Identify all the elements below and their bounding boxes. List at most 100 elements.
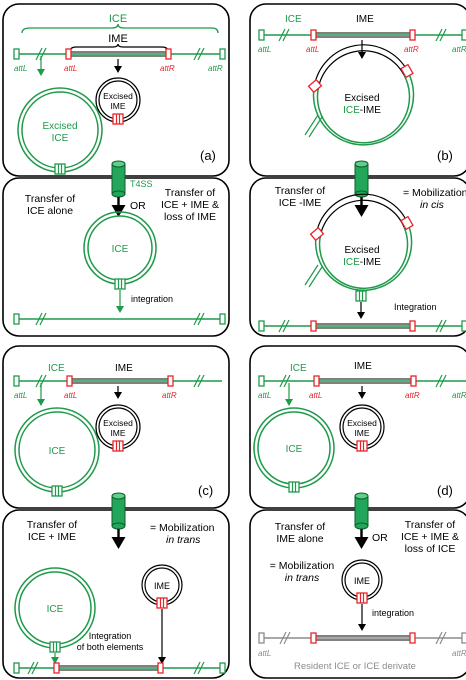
panel-a-or: OR	[130, 200, 146, 212]
panel-b-line-3	[278, 28, 286, 42]
panel-b-excised-line2: ICE-IME	[343, 105, 381, 116]
panel-d-t4ss-channel	[354, 492, 369, 530]
panel-d-box-5	[356, 440, 368, 452]
panel-d-transfer-right-3: loss of ICE	[405, 543, 456, 555]
panel-c-integ-2: of both elements	[77, 642, 144, 652]
panel-b-tspan: ICE	[343, 105, 360, 116]
panel-b-donor-box	[249, 3, 466, 177]
panel-d-attR-red: attR	[405, 391, 420, 400]
panel-d-line-20	[279, 631, 287, 645]
panel-b-tspan-4: -IME	[360, 257, 381, 268]
panel-a-integration: integration	[131, 294, 173, 304]
panel-c-transfer-1: Transfer of	[27, 519, 77, 531]
panel-a-transfer-left-2: ICE alone	[27, 205, 73, 217]
panel-b-ice-label: ICE	[285, 14, 302, 25]
panel-d-box-11	[461, 632, 466, 644]
panel-d-attR-green: attR	[452, 391, 466, 400]
panel-d-mob-2: in trans	[285, 572, 320, 584]
panel-d-excised-ime-2: IME	[354, 428, 369, 438]
panel-b: ICE IME attL attL attR attR Excised ICE-…	[249, 3, 466, 337]
panel-b-attR-red: attR	[404, 45, 419, 54]
panel-a-break-right-2	[197, 47, 205, 61]
panel-b-t4ss-channel	[354, 160, 369, 198]
panel-d-box-4	[288, 481, 300, 493]
panel-d-attL-green: attL	[258, 391, 271, 400]
panel-d-box-3	[410, 375, 417, 387]
panel-b-path-4	[319, 199, 405, 239]
panel-b-transfer-1: Transfer of	[275, 185, 325, 197]
panel-a-t4ss-label: T4SS	[130, 179, 153, 189]
panel-a-attR-red: attR	[160, 64, 175, 73]
panel-d-donor-ice: ICE	[286, 444, 303, 455]
panel-b-line-7	[304, 114, 319, 136]
panel-b-recipient-line2: ICE-IME	[343, 257, 381, 268]
panel-b-recipient-line1: Excised	[344, 245, 379, 256]
panel-c-donor-ice: ICE	[49, 446, 66, 457]
panel-a-donor-box	[2, 3, 230, 177]
panel-c-line-5	[193, 374, 201, 388]
panel-c-ime-label: IME	[115, 363, 133, 374]
panel-c-ellipse	[111, 492, 126, 500]
panel-d-integration: integration	[372, 608, 414, 618]
panel-a-ellipse	[111, 160, 126, 168]
panel-d-line-4	[283, 374, 291, 388]
panel-b-box-14	[409, 320, 416, 332]
panel-a-transfer-right-3: loss of IME	[164, 211, 216, 223]
panel-b-tspan-3: ICE	[343, 257, 360, 268]
panel-a-attL-green: attL	[14, 64, 27, 73]
panel-a-transfer-right-2: ICE + IME &	[161, 199, 219, 211]
panel-b-tspan-2: -IME	[360, 105, 381, 116]
panel-c-mob-2: in trans	[166, 534, 201, 546]
panel-d-mob-1: = Mobilization	[270, 560, 335, 572]
panel-b-line-20	[278, 319, 286, 333]
panel-b-box-9	[309, 226, 325, 242]
panel-d-or: OR	[372, 532, 388, 544]
panel-d-box-10	[409, 632, 416, 644]
panel-d-resident: Resident ICE or ICE derivate	[294, 661, 416, 672]
panel-d-ellipse-2	[354, 522, 369, 530]
panel-d-letter: (d)	[437, 483, 453, 498]
panel-a-excised-ime-att	[112, 113, 124, 125]
panel-c: ICE IME attL attL attR ICE Excised IME	[2, 345, 230, 679]
panel-c-t4ss-channel	[111, 492, 126, 530]
panel-a-ime-bracket	[69, 43, 169, 53]
panel-d-excised-ime-1: Excised	[347, 418, 377, 428]
panel-a-excised-ime-line2: IME	[110, 101, 125, 111]
panel-d-transfer-right-2: ICE + IME &	[401, 531, 459, 543]
panel-d-box-2	[313, 375, 320, 387]
panel-b-mob-2: in cis	[420, 199, 445, 211]
panel-d-transfer-left-1: Transfer of	[275, 521, 325, 533]
panel-a-line-7	[35, 312, 43, 326]
panel-a-box-3	[219, 313, 226, 325]
panel-c-box-6	[111, 495, 126, 527]
panel-c-box-5	[112, 440, 124, 452]
panel-c-attL-green: attL	[14, 391, 27, 400]
panel-a-transfer-right-1: Transfer of	[165, 187, 215, 199]
panel-b-box-3	[409, 29, 416, 41]
panel-d: ICE IME attL attL attR attR ICE Excised …	[249, 345, 466, 679]
panel-d-box-8	[258, 632, 265, 644]
panel-c-recipient-ime: IME	[154, 581, 170, 591]
panel-b-letter: (b)	[437, 148, 453, 163]
panel-c-line-24	[31, 661, 39, 675]
panel-a-letter: (a)	[200, 148, 216, 163]
panel-c-line-6	[197, 374, 205, 388]
panel-b-box-15	[461, 320, 466, 332]
panel-b-attR-green: attR	[452, 45, 466, 54]
panel-c-box-2	[66, 375, 73, 387]
panel-b-box	[258, 29, 265, 41]
panel-b-line-8	[308, 116, 323, 138]
panel-d-box-7	[356, 592, 368, 604]
panel-d-line-22	[435, 631, 443, 645]
panel-c-attR-red: attR	[162, 391, 177, 400]
panel-c-excised-ime-2: IME	[110, 428, 125, 438]
panel-a-ice-bracket	[21, 23, 219, 34]
panel-d-attR-grey: attR	[452, 649, 466, 658]
panel-b-box-12	[258, 320, 265, 332]
panel-b-ellipse	[354, 160, 369, 168]
panel-c-box-3	[167, 375, 174, 387]
panel-c-box-11	[157, 662, 164, 674]
panel-c-ellipse-2	[111, 522, 126, 530]
panel-b-box-6	[400, 63, 414, 79]
panel-c-attL-red: attL	[64, 391, 77, 400]
